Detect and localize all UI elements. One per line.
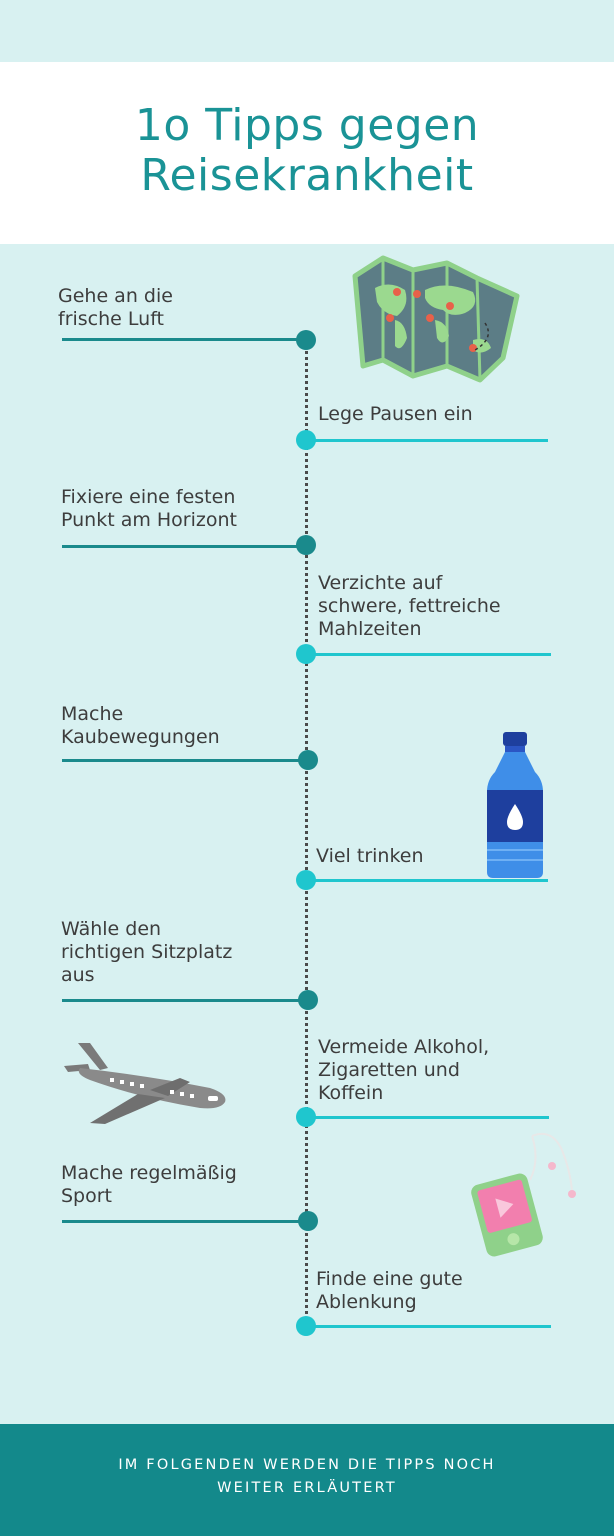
- tip-2-line: [306, 439, 548, 442]
- tip-6-text: Viel trinken: [316, 845, 424, 867]
- tip-5-text: Mache Kaubewegungen: [61, 703, 220, 748]
- tip-4-line: [306, 653, 551, 656]
- tip-8-node: [296, 1107, 316, 1127]
- footer-text-line-1: IM FOLGENDEN WERDEN DIE TIPPS NOCH: [118, 1457, 496, 1473]
- tip-1-line: [62, 338, 308, 341]
- footer-banner: [0, 1424, 614, 1536]
- footer-text-line-2: WEITER ERLÄUTERT: [217, 1480, 397, 1496]
- tip-2-node: [296, 430, 316, 450]
- world-map-icon: [352, 255, 520, 383]
- tip-7-node: [298, 990, 318, 1010]
- tip-5-line: [62, 759, 308, 762]
- tip-10-line: [306, 1325, 551, 1328]
- tip-4-text: Verzichte auf schwere, fettreiche Mahlze…: [318, 572, 501, 640]
- tip-1-node: [296, 330, 316, 350]
- tip-3-line: [62, 545, 308, 548]
- tip-9-text: Mache regelmäßig Sport: [61, 1162, 237, 1207]
- tip-5-node: [298, 750, 318, 770]
- tip-7-text: Wähle den richtigen Sitzplatz aus: [61, 918, 233, 986]
- page-title-line-2: Reisekrankheit: [140, 150, 474, 201]
- tip-6-node: [296, 870, 316, 890]
- airplane-icon: [64, 1043, 226, 1124]
- tip-9-line: [62, 1220, 308, 1223]
- tip-8-text: Vermeide Alkohol, Zigaretten und Koffein: [318, 1036, 490, 1104]
- tip-3-node: [296, 535, 316, 555]
- tip-10-node: [296, 1316, 316, 1336]
- page-title-line-1: 1o Tipps gegen: [134, 100, 480, 151]
- timeline-dotted-line: [305, 340, 308, 1325]
- tip-7-line: [62, 999, 308, 1002]
- tip-1-text: Gehe an die frische Luft: [58, 285, 173, 330]
- tip-10-text: Finde eine gute Ablenkung: [316, 1268, 463, 1313]
- header-panel: [0, 62, 614, 244]
- tip-9-node: [298, 1211, 318, 1231]
- tip-2-text: Lege Pausen ein: [318, 403, 473, 425]
- tip-3-text: Fixiere eine festen Punkt am Horizont: [61, 486, 237, 531]
- water-bottle-icon: [487, 732, 543, 878]
- music-player-icon: [471, 1132, 576, 1257]
- tip-6-line: [306, 879, 548, 882]
- tip-4-node: [296, 644, 316, 664]
- tip-8-line: [306, 1116, 549, 1119]
